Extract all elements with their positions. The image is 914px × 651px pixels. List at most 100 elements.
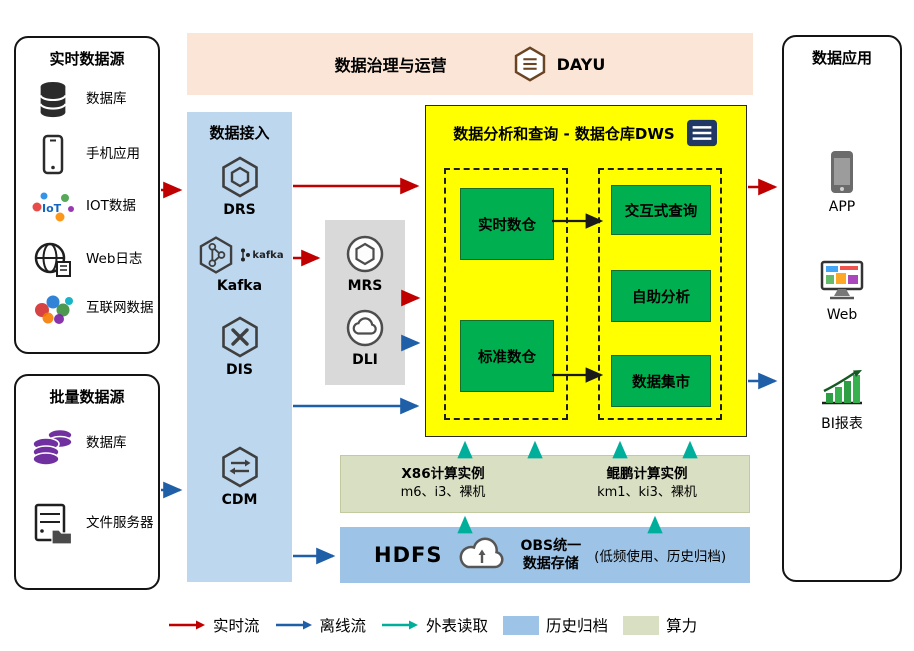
dws-doc-icon [685, 118, 719, 148]
source-label: Web日志 [86, 251, 143, 268]
list-item: IoT IOT数据 [28, 188, 136, 226]
legend-compute-label: 算力 [666, 617, 698, 635]
list-item: 互联网数据 [28, 290, 154, 328]
dayu-label: DAYU [556, 54, 606, 74]
mrs-icon [343, 232, 387, 276]
x86-compute: X86计算实例 m6、i3、裸机 [341, 456, 545, 512]
web-log-icon [28, 240, 78, 280]
data-mart-box: 数据集市 [611, 355, 711, 407]
list-item: 文件服务器 [28, 502, 154, 546]
cdm-label: CDM [221, 492, 258, 508]
storage-note: (低频使用、历史归档) [594, 549, 727, 565]
kunpeng-compute: 鲲鹏计算实例 km1、ki3、裸机 [545, 456, 749, 512]
service-cdm: CDM [187, 444, 292, 508]
source-label: 数据库 [86, 91, 127, 108]
drs-label: DRS [223, 202, 256, 218]
analysis-group: 交互式查询 自助分析 数据集市 [598, 168, 722, 420]
storage-panel: HDFS OBS统一 数据存储 (低频使用、历史归档) [340, 527, 750, 583]
dws-panel: 数据分析和查询 - 数据仓库DWS 实时数仓 标准数仓 交互式查询 [425, 105, 747, 437]
legend-archive: 历史归档 [503, 614, 608, 636]
drs-icon [217, 154, 263, 200]
applications-panel: 数据应用 APP [782, 35, 902, 582]
list-item: 数据库 [28, 78, 127, 122]
obs-line1: OBS统一 [520, 537, 582, 554]
realtime-sources-panel: 实时数据源 数据库 手机应用 [14, 36, 160, 354]
governance-title: 数据治理与运营 [334, 56, 447, 75]
service-drs: DRS [187, 154, 292, 218]
dli-label: DLI [352, 352, 378, 368]
source-label: IOT数据 [86, 198, 136, 215]
kunpeng-title: 鲲鹏计算实例 [606, 465, 688, 482]
realtime-warehouse-label: 实时数仓 [478, 217, 536, 234]
kafka-badge-label: kafka [252, 249, 284, 261]
dayu-icon [511, 44, 549, 84]
standard-warehouse-box: 标准数仓 [460, 320, 554, 392]
app-label: APP [828, 199, 856, 215]
applications-title: 数据应用 [811, 49, 872, 67]
service-kafka: kafka Kafka [187, 234, 292, 294]
source-label: 互联网数据 [86, 300, 154, 317]
service-dis: DIS [187, 314, 292, 378]
app-item: BI报表 [784, 367, 900, 433]
kafka-icon-row: kafka [195, 234, 284, 276]
database-icon [28, 78, 78, 122]
compute-swatch [623, 615, 660, 635]
internet-data-icon [28, 290, 78, 328]
dis-label: DIS [226, 362, 253, 378]
kafka-icon [195, 234, 237, 276]
legend-offline: 离线流 [275, 614, 367, 636]
kafka-label: Kafka [216, 278, 263, 294]
file-server-icon [28, 502, 78, 546]
offline-arrow-icon [275, 620, 312, 630]
service-dli: DLI [325, 306, 405, 368]
list-item: 手机应用 [28, 134, 140, 176]
svg-text:IoT: IoT [42, 202, 62, 215]
source-label: 手机应用 [86, 146, 140, 163]
phone-icon [28, 134, 78, 176]
standard-warehouse-label: 标准数仓 [478, 349, 536, 366]
legend-archive-label: 历史归档 [546, 617, 609, 635]
source-label: 数据库 [86, 435, 127, 452]
self-service-analysis-label: 自助分析 [632, 289, 690, 306]
legend-realtime: 实时流 [168, 614, 260, 636]
x86-title: X86计算实例 [401, 465, 485, 482]
archive-swatch [503, 615, 540, 635]
self-service-analysis-box: 自助分析 [611, 270, 711, 322]
obs-line2: 数据存储 [522, 556, 579, 572]
obs-cloud-icon [455, 537, 507, 573]
dayu-product: DAYU [511, 44, 606, 84]
interactive-query-label: 交互式查询 [624, 203, 698, 220]
kafka-badge: kafka [240, 248, 284, 262]
cdm-icon [217, 444, 263, 490]
compute-panel: X86计算实例 m6、i3、裸机 鲲鹏计算实例 km1、ki3、裸机 [340, 455, 750, 513]
service-mrs: MRS [325, 232, 405, 294]
app-item: APP [784, 149, 900, 215]
dis-icon [217, 314, 263, 360]
bi-label: BI报表 [821, 416, 863, 432]
legend-external-label: 外表读取 [426, 617, 489, 635]
ingestion-panel: 数据接入 DRS [187, 112, 292, 582]
legend-compute: 算力 [623, 614, 697, 636]
realtime-sources-title: 实时数据源 [49, 50, 125, 68]
legend-offline-label: 离线流 [319, 617, 367, 635]
ingestion-title: 数据接入 [209, 124, 270, 142]
iot-icon: IoT [28, 188, 78, 226]
purple-database-icon [28, 422, 78, 466]
external-arrow-icon [382, 620, 419, 630]
bi-report-icon [817, 367, 867, 409]
web-monitor-icon [817, 259, 867, 303]
realtime-warehouse-box: 实时数仓 [460, 188, 554, 260]
app-phone-icon [828, 149, 856, 195]
legend-external: 外表读取 [381, 614, 488, 636]
legend-realtime-label: 实时流 [213, 617, 260, 635]
batch-sources-title: 批量数据源 [49, 388, 125, 406]
x86-spec: m6、i3、裸机 [400, 485, 486, 501]
dws-title: 数据分析和查询 - 数据仓库DWS [453, 124, 675, 143]
dws-title-row: 数据分析和查询 - 数据仓库DWS [426, 118, 746, 148]
hdfs-label: HDFS [374, 543, 443, 567]
realtime-arrow-icon [169, 620, 205, 630]
list-item: 数据库 [28, 422, 127, 466]
processing-panel: MRS DLI [325, 220, 405, 385]
legend: 实时流 离线流 外表读取 历史归档 算力 [168, 614, 697, 636]
